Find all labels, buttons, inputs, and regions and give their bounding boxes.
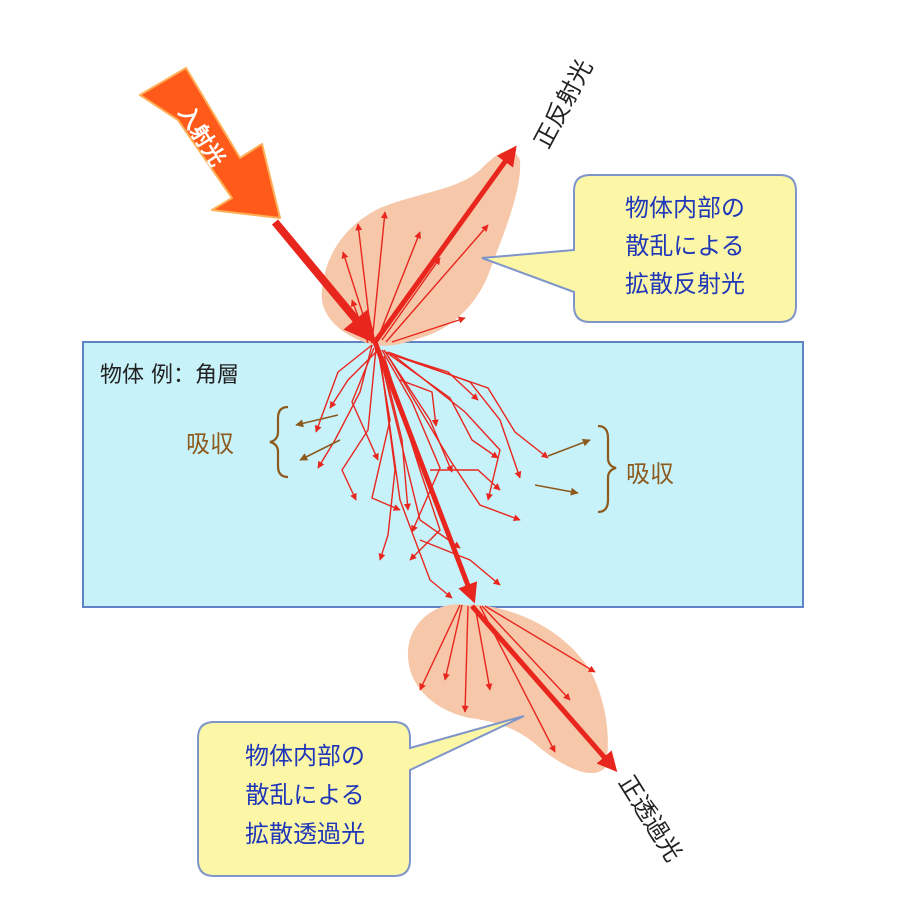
absorption-arrow (299, 439, 341, 461)
scatter-rays (314, 211, 596, 753)
scatter-ray (351, 347, 379, 461)
scatter-ray (391, 316, 466, 343)
callout-transmission-line-2: 散乱による (245, 781, 364, 809)
absorption-label-left: 吸収 (186, 430, 234, 458)
callout-reflection-bubble (481, 174, 797, 323)
scatter-ray (484, 605, 596, 673)
scatter-ray (381, 349, 441, 533)
scatter-ray (329, 349, 379, 409)
reflection-scatter-cloud (321, 150, 521, 346)
specular-reflection-ray (372, 145, 517, 344)
scatter-ray (430, 469, 501, 491)
scatter-ray (387, 355, 521, 522)
object-layer (82, 341, 804, 608)
scatter-ray (442, 604, 463, 681)
scatter-ray (399, 379, 439, 427)
callout-reflection-line-2: 散乱による (625, 232, 744, 260)
scatter-ray (419, 604, 461, 691)
specular-transmission-ray-inner (372, 341, 478, 604)
scatter-ray (481, 605, 571, 701)
scatter-ray (383, 349, 453, 473)
scatter-ray (314, 344, 373, 433)
absorption-arrow (534, 484, 579, 496)
scatter-ray (419, 539, 501, 586)
scatter-ray (379, 355, 453, 599)
absorption-brace-left (269, 405, 289, 479)
scatter-ray (474, 605, 493, 691)
absorption-brace-right (597, 424, 617, 514)
scatter-ray (381, 257, 441, 341)
absorption-arrows (295, 414, 591, 496)
absorption-arrow (295, 414, 339, 428)
specular-transmission-label: 正透過光 (613, 770, 688, 866)
callout-transmission-bubble (197, 715, 525, 877)
callout-reflection-line-3: 拡散反射光 (625, 270, 745, 298)
absorption-arrow (547, 438, 591, 457)
object-label: 物体 例：角層 (100, 363, 239, 388)
incident-light-arrow (139, 67, 281, 219)
scatter-ray (385, 224, 489, 343)
transmission-scatter-cloud (407, 604, 608, 774)
scatter-ray (461, 605, 469, 713)
scatter-ray (389, 353, 549, 459)
specular-transmission-ray (470, 604, 618, 773)
callout-transmission-line-3: 拡散透過光 (245, 820, 365, 848)
callout-transmission-line-1: 物体内部の (245, 742, 365, 770)
absorption-label-right: 吸収 (626, 460, 674, 488)
scatter-ray (391, 353, 501, 501)
incident-ray (271, 219, 377, 344)
scatter-ray (409, 359, 479, 401)
scatter-ray (379, 355, 461, 549)
specular-reflection-label: 正反射光 (529, 55, 599, 153)
scatter-ray (341, 347, 377, 501)
callout-reflection-line-1: 物体内部の (625, 194, 745, 222)
scatter-ray (377, 231, 421, 339)
